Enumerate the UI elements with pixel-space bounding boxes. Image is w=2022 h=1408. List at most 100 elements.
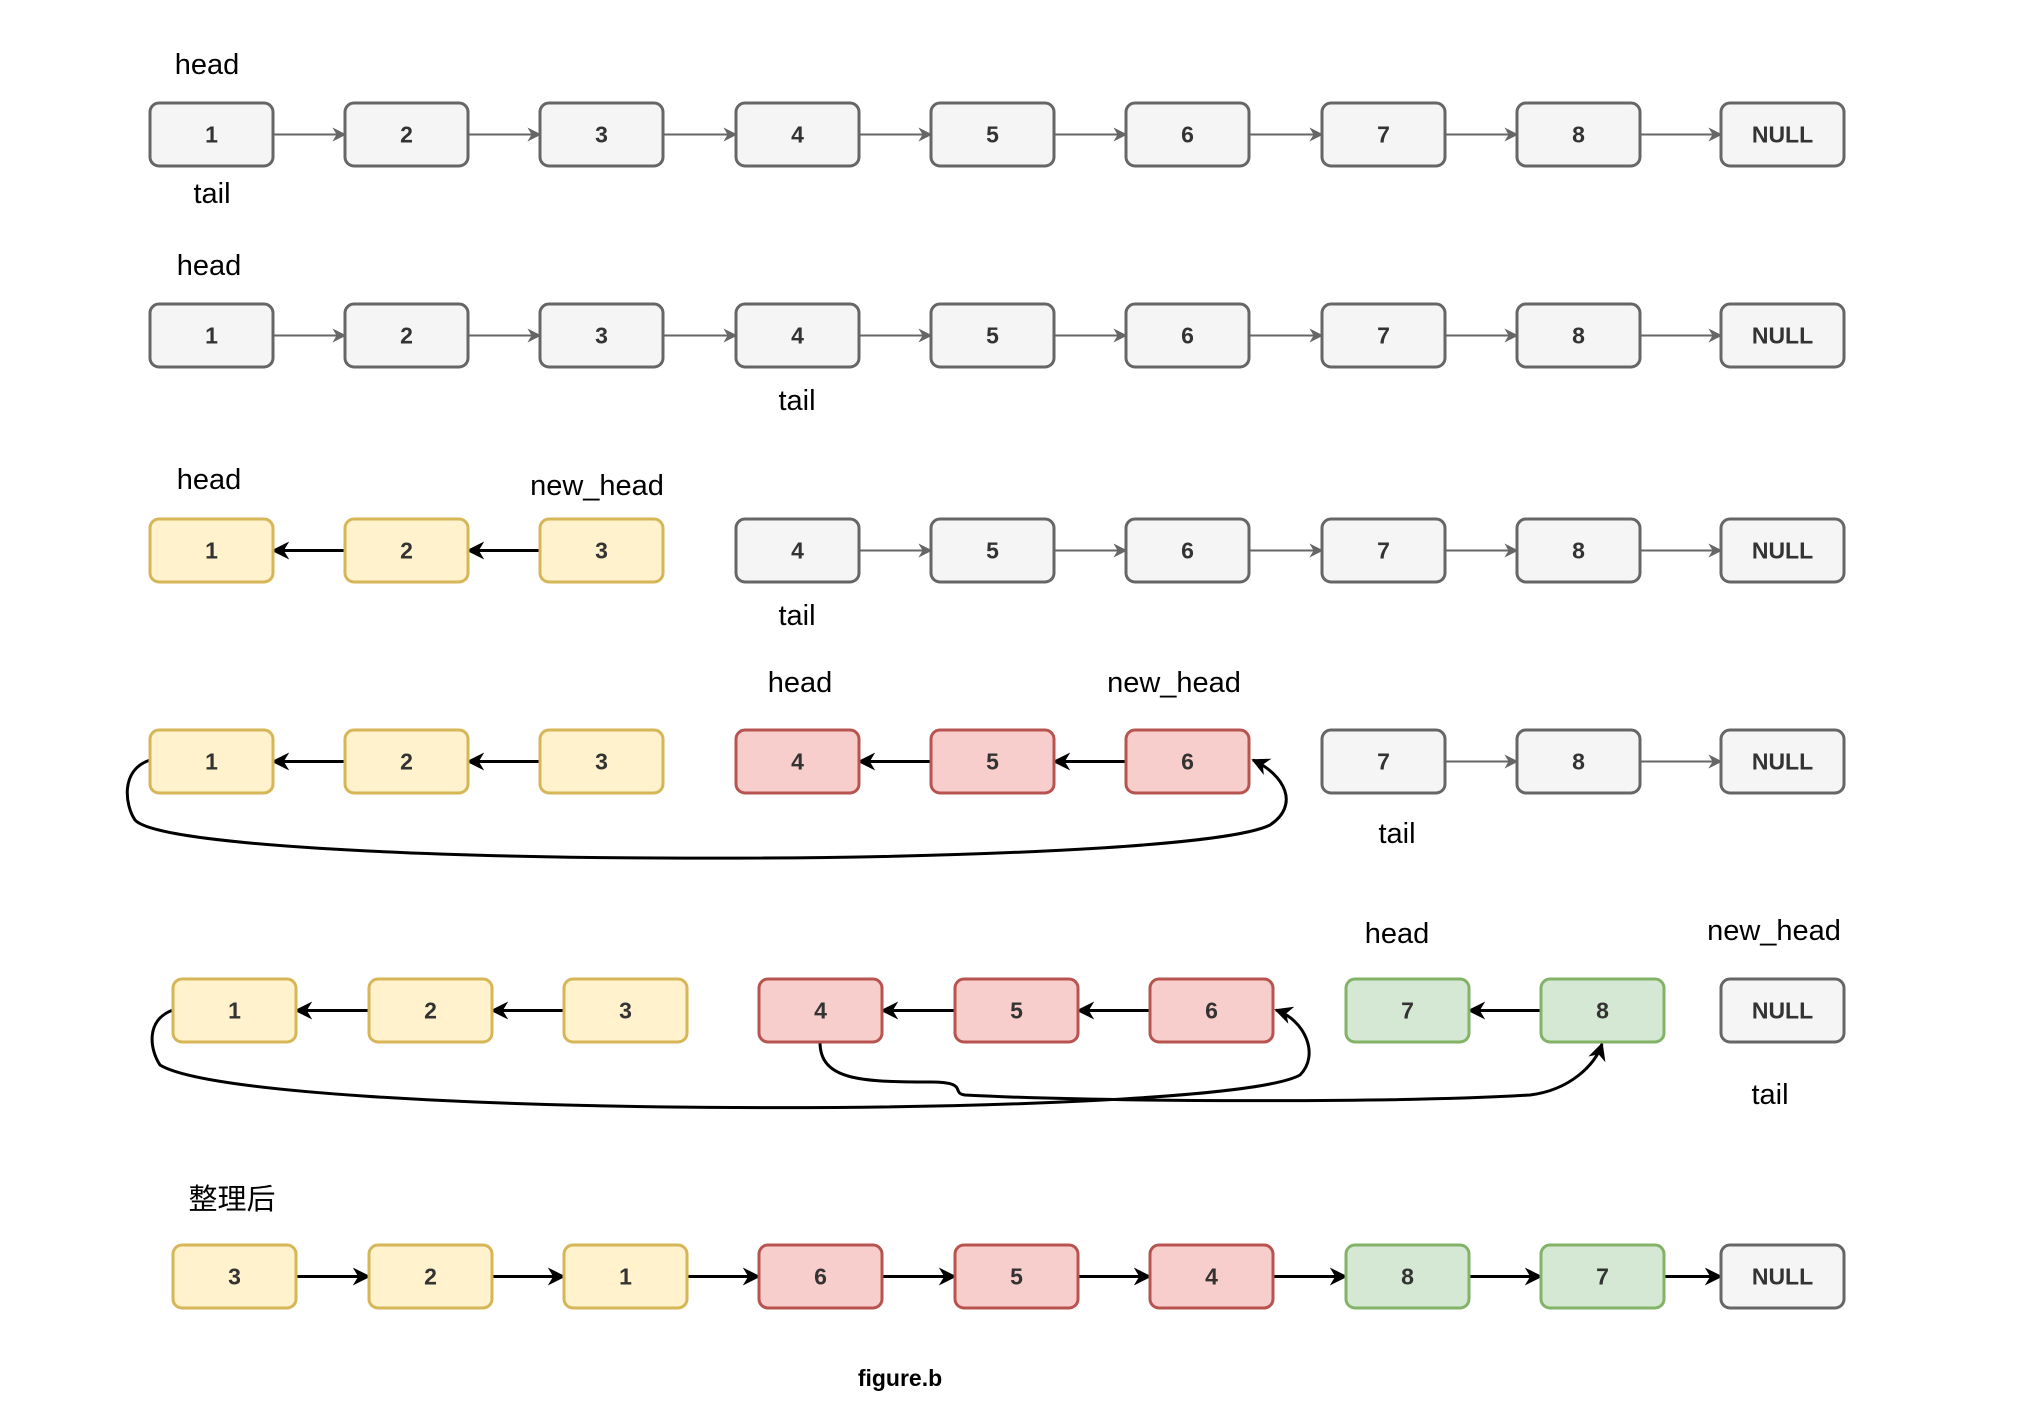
node-box	[1148, 1243, 1275, 1310]
node-value: 5	[1010, 998, 1023, 1024]
node-value: 3	[595, 323, 608, 349]
node-box	[538, 101, 665, 168]
pointer-label-tail: tail	[1751, 1079, 1788, 1111]
node-box	[1148, 977, 1275, 1044]
node-value: 5	[986, 749, 999, 775]
node-value: 3	[595, 749, 608, 775]
node-box	[367, 977, 494, 1044]
node-value: 6	[1181, 323, 1194, 349]
node-value: 7	[1377, 749, 1390, 775]
null-node: NULL	[1719, 977, 1846, 1044]
list-node: 8	[1515, 101, 1642, 168]
list-node: 6	[1124, 728, 1251, 795]
node-box	[1515, 302, 1642, 369]
node-value: 2	[400, 538, 413, 564]
node-box	[1515, 728, 1642, 795]
list-node: 2	[367, 1243, 494, 1310]
node-box	[148, 517, 275, 584]
node-value: 6	[1181, 122, 1194, 148]
list-node: 8	[1344, 1243, 1471, 1310]
node-box	[171, 977, 298, 1044]
list-node: 4	[757, 977, 884, 1044]
node-value: 7	[1401, 998, 1414, 1024]
node-box	[148, 728, 275, 795]
node-value: 8	[1572, 323, 1585, 349]
node-box	[538, 517, 665, 584]
connectors-layer	[125, 127, 1723, 1286]
pointer-label-tail: tail	[778, 600, 815, 632]
pointer-label-tail: tail	[1378, 818, 1415, 850]
pointer-label-head: head	[1365, 918, 1430, 950]
node-value: 6	[1181, 538, 1194, 564]
list-node: 2	[343, 728, 470, 795]
node-box	[929, 728, 1056, 795]
node-value: 3	[595, 122, 608, 148]
node-value: 2	[400, 122, 413, 148]
node-value: 6	[1181, 749, 1194, 775]
list-node: 8	[1539, 977, 1666, 1044]
node-value: 4	[791, 538, 804, 564]
node-value: 4	[791, 122, 804, 148]
node-value: 1	[205, 538, 218, 564]
node-value: 5	[986, 122, 999, 148]
node-box	[734, 101, 861, 168]
node-box	[1539, 1243, 1666, 1310]
node-value: NULL	[1752, 749, 1813, 775]
node-value: 2	[400, 749, 413, 775]
node-value: 8	[1596, 998, 1609, 1024]
list-node: 5	[929, 302, 1056, 369]
node-box	[1320, 101, 1447, 168]
node-box	[562, 1243, 689, 1310]
node-box	[1515, 101, 1642, 168]
node-value: 3	[228, 1264, 241, 1290]
list-node: 3	[538, 302, 665, 369]
list-node: 6	[1148, 977, 1275, 1044]
list-node: 5	[953, 977, 1080, 1044]
pointer-label-new-head: new_head	[1707, 915, 1841, 947]
node-box	[1320, 728, 1447, 795]
list-node: 7	[1320, 517, 1447, 584]
group-link-curve-arrow	[818, 1041, 1606, 1103]
list-node: 1	[148, 302, 275, 369]
list-node: 3	[538, 728, 665, 795]
node-box	[538, 302, 665, 369]
node-value: 5	[1010, 1264, 1023, 1290]
node-box	[538, 728, 665, 795]
node-box	[343, 302, 470, 369]
pointer-label-head: head	[177, 250, 242, 282]
node-box	[1320, 302, 1447, 369]
null-node: NULL	[1719, 101, 1846, 168]
node-value: NULL	[1752, 122, 1813, 148]
null-node: NULL	[1719, 728, 1846, 795]
list-node: 4	[734, 101, 861, 168]
node-value: 2	[424, 1264, 437, 1290]
pointer-label-new-head: new_head	[1107, 667, 1241, 699]
list-node: 5	[953, 1243, 1080, 1310]
node-value: NULL	[1752, 1264, 1813, 1290]
node-box	[734, 302, 861, 369]
node-value: 2	[400, 323, 413, 349]
list-node: 3	[538, 101, 665, 168]
node-box	[1124, 101, 1251, 168]
pointer-label-title: 整理后	[188, 1183, 275, 1216]
node-value: 1	[205, 323, 218, 349]
node-box	[1719, 101, 1846, 168]
node-box	[1515, 517, 1642, 584]
node-box	[734, 728, 861, 795]
node-value: 2	[424, 998, 437, 1024]
list-node: 8	[1515, 302, 1642, 369]
node-value: 7	[1377, 122, 1390, 148]
list-node: 3	[538, 517, 665, 584]
node-value: 1	[205, 749, 218, 775]
node-value: 7	[1377, 323, 1390, 349]
node-box	[343, 101, 470, 168]
node-box	[562, 977, 689, 1044]
node-box	[1539, 977, 1666, 1044]
node-value: 3	[595, 538, 608, 564]
list-node: 4	[1148, 1243, 1275, 1310]
node-box	[953, 1243, 1080, 1310]
